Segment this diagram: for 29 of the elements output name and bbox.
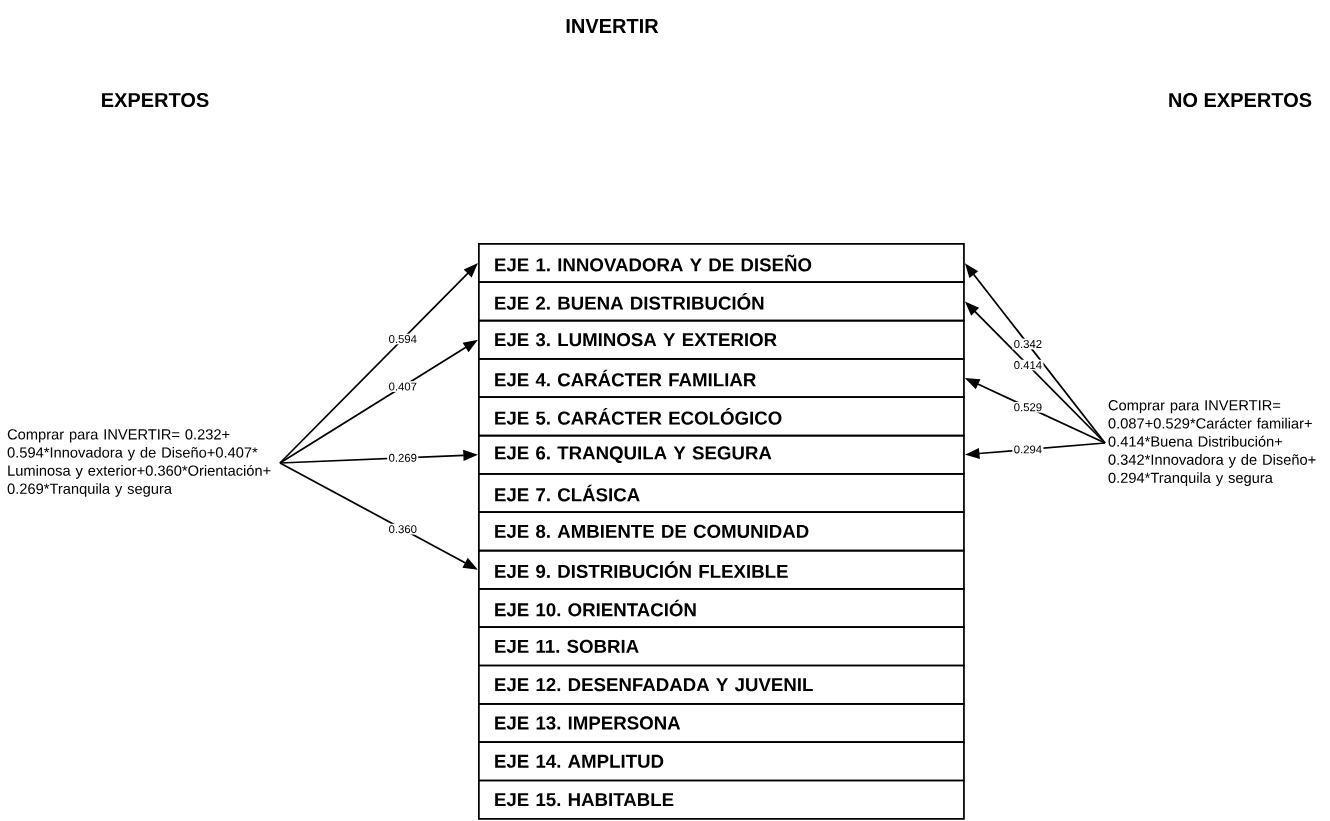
table-row: EJE 3. LUMINOSA Y EXTERIOR (478, 319, 965, 360)
table-row: EJE 7. CLÁSICA (478, 473, 965, 514)
table-row: EJE 2. BUENA DISTRIBUCIÓN (478, 281, 965, 322)
group-heading: EXPERTOS (102, 92, 209, 108)
table-row: EJE 10. ORIENTACIÓN (478, 588, 965, 629)
arrow (279, 263, 478, 464)
edge-label: 0.269 (387, 452, 419, 464)
edge-label: 0.407 (387, 381, 419, 392)
edge-label: 0.294 (1012, 444, 1044, 455)
table-row: EJE 5. CARÁCTER ECOLÓGICO (478, 396, 965, 437)
edge-label: 0.594 (387, 333, 419, 345)
table-row: EJE 14. AMPLITUD (478, 741, 965, 782)
equation-text: Comprar para INVERTIR= 0.087+0.529*Carácter familiar+0.414*Buena Distribución+ 0.342*Innovadora y de Diseño+ 0.294*Tranquila y segura (1108, 400, 1316, 486)
table-row: EJE 13. IMPERSONA (478, 702, 965, 744)
group-heading: NO EXPERTOS (1169, 92, 1312, 108)
table-row: EJE 11. SOBRIA (478, 626, 965, 667)
edge-label: 0.360 (387, 523, 419, 535)
table-row: EJE 15. HABITABLE (478, 779, 965, 820)
table-row: EJE 12. DESENFADADA Y JUVENIL (478, 664, 965, 705)
table-row: EJE 6. TRANQUILA Y SEGURA (478, 434, 965, 475)
equation-text: Comprar para INVERTIR= 0.232+0.594*Innovadora y de Diseño+0.407*Luminosa y exterior+0.360*Orientación+0.269*Tranquila y segura (7, 429, 271, 497)
edge-label: 0.414 (1012, 359, 1044, 371)
table-row: EJE 4. CARÁCTER FAMILIAR (478, 358, 965, 399)
table-row: EJE 8. AMBIENTE DE COMUNIDAD (478, 511, 965, 552)
edge-label: 0.342 (1012, 338, 1044, 350)
edge-label: 0.529 (1012, 401, 1044, 413)
table-row: EJE 1. INNOVADORA Y DE DISEÑO (478, 243, 965, 284)
table-row: EJE 9. DISTRIBUCIÓN FLEXIBLE (478, 549, 965, 590)
title: INVERTIR (566, 19, 659, 33)
